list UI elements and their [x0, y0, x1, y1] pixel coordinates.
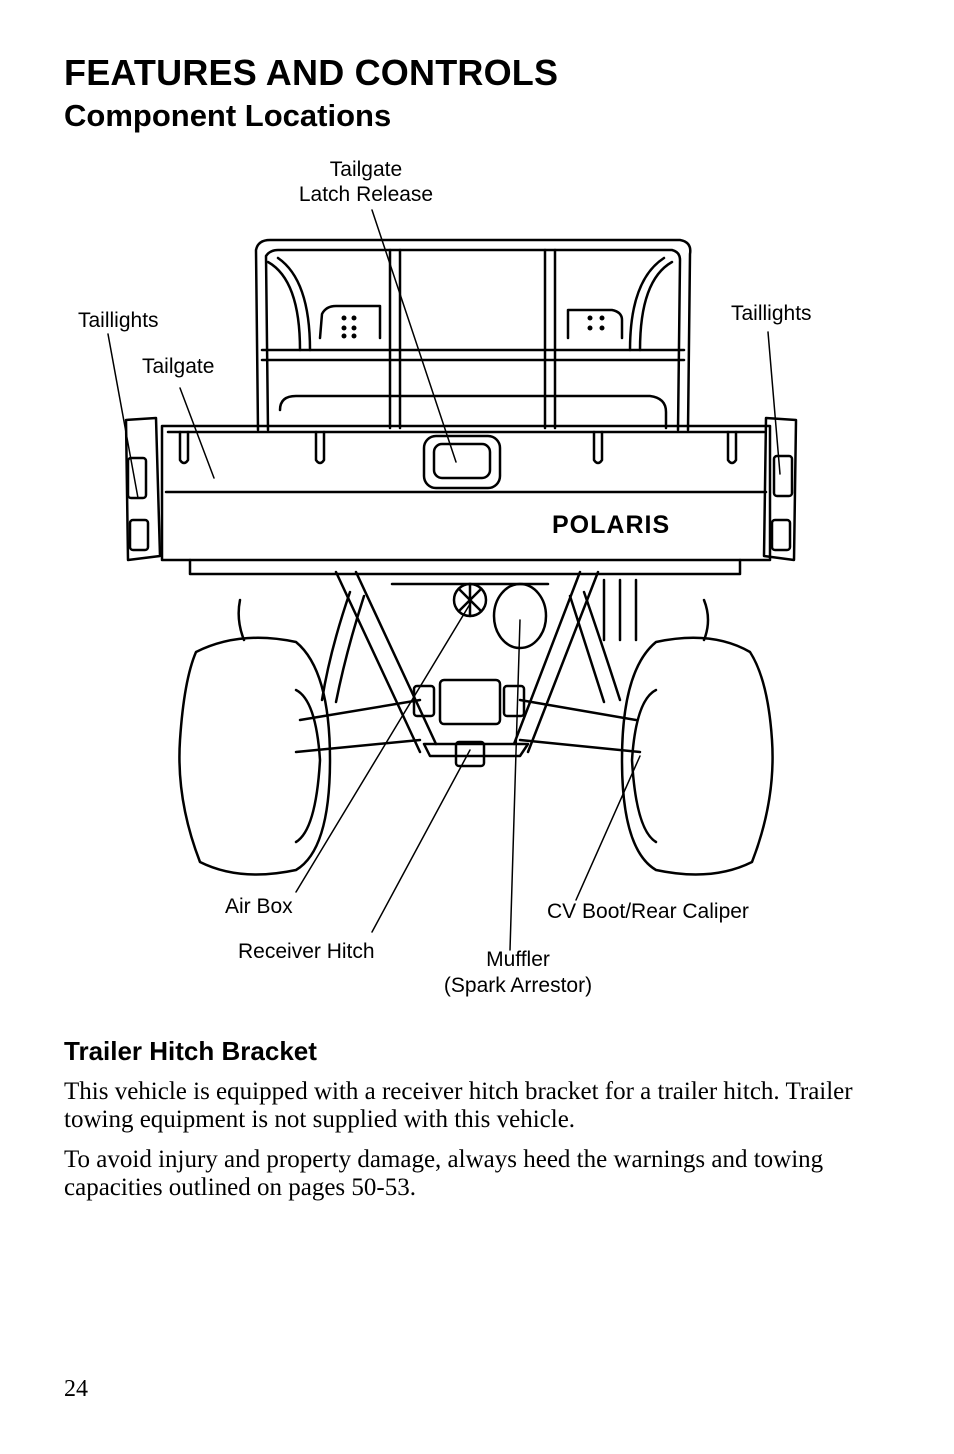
seat-illustration — [278, 304, 668, 430]
wheel-left-illustration — [178, 636, 332, 876]
label-cv-boot: CV Boot/Rear Caliper — [547, 900, 749, 923]
section-title: FEATURES AND CONTROLS — [64, 52, 559, 93]
subsection-title: Component Locations — [64, 98, 392, 133]
paragraph-2: To avoid injury and property damage, alw… — [64, 1146, 824, 1201]
paragraph-1: This vehicle is equipped with a receiver… — [64, 1078, 853, 1133]
wheel-right-illustration — [620, 636, 774, 876]
label-tailgate-latch-2: Latch Release — [299, 183, 433, 206]
polaris-logo: POLARIS — [552, 511, 670, 539]
leader-lines — [107, 209, 781, 951]
label-air-box: Air Box — [225, 895, 293, 918]
rollcage-illustration — [254, 238, 692, 432]
label-taillights-right: Taillights — [731, 302, 812, 325]
vehicle-rear-diagram: POLARIS Tailgate Latch Release Taillight… — [78, 158, 812, 997]
page-number: 24 — [64, 1376, 88, 1402]
taillight-right-illustration — [762, 416, 798, 562]
label-tailgate-latch-1: Tailgate — [330, 158, 402, 181]
label-muffler-2: (Spark Arrestor) — [444, 974, 592, 997]
tailgate-illustration — [160, 424, 772, 576]
driveline-illustration — [390, 582, 550, 768]
section-heading: Trailer Hitch Bracket — [64, 1036, 317, 1066]
label-receiver-hitch: Receiver Hitch — [238, 940, 375, 963]
taillight-left-illustration — [124, 416, 162, 562]
label-muffler-1: Muffler — [486, 948, 550, 971]
label-tailgate: Tailgate — [142, 355, 214, 378]
label-taillights-left: Taillights — [78, 309, 159, 332]
